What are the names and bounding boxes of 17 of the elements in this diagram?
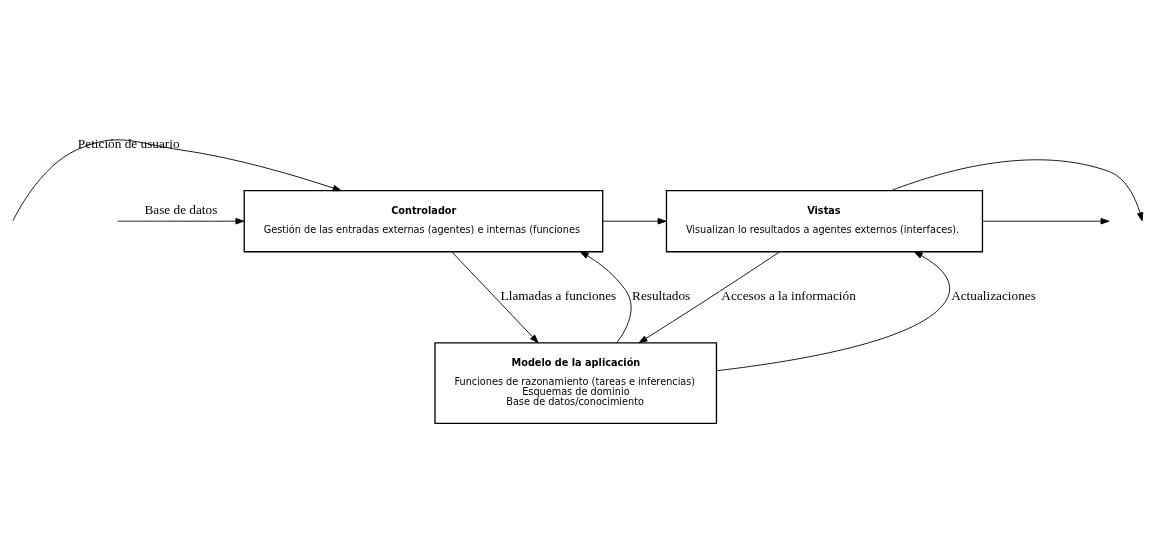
arrow	[890, 158, 1144, 221]
arrow	[117, 217, 245, 224]
node-box: Vistas Visualizan lo resultados a agentes externos (interfaces).	[665, 189, 984, 252]
edge-label: Accesos a la información	[721, 287, 856, 303]
arrow	[579, 250, 632, 343]
arrow	[982, 217, 1110, 224]
arrow	[602, 217, 667, 224]
arrow	[716, 250, 950, 371]
arrow	[12, 138, 342, 221]
edge-label: Base de datos	[144, 201, 218, 217]
node-box: Controlador Gestión de las entradas externas (agentes) e internas (funciones	[243, 189, 604, 252]
node-box: Modelo de la aplicación Funciones de razonamiento (tareas e inferencias) Esquemas de dominio Base de datos/conocimiento	[434, 341, 718, 424]
edge-label: Llamadas a funciones	[500, 287, 617, 303]
edge-label: Resultados	[632, 287, 691, 303]
edge-label: Actualizaciones	[951, 287, 1036, 303]
arrow	[638, 250, 781, 343]
arrow	[451, 250, 539, 343]
